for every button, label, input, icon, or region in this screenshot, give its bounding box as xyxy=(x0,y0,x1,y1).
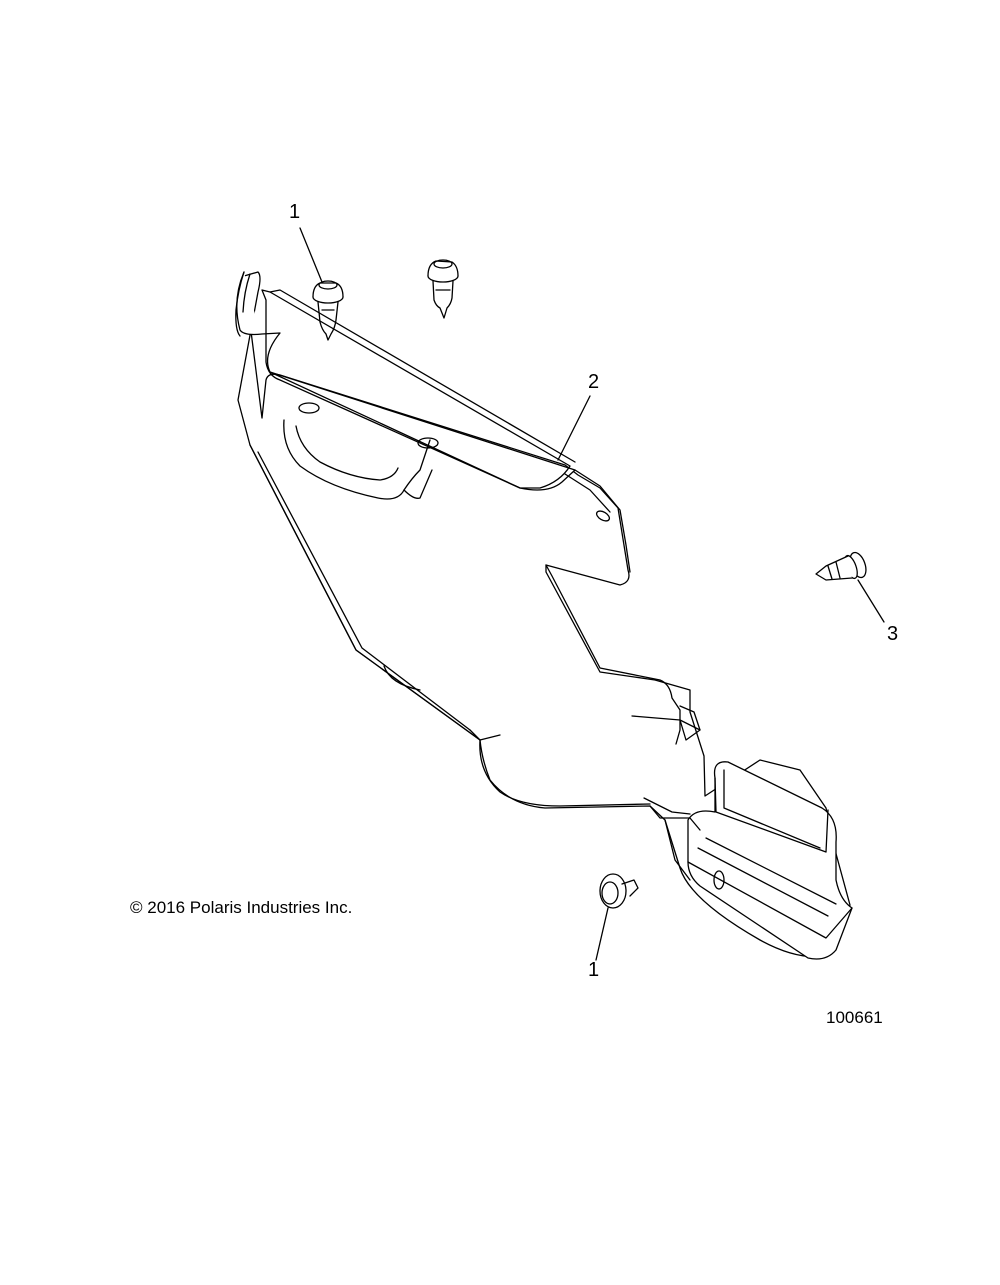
bracket-hole xyxy=(713,870,725,890)
panel-tab xyxy=(679,705,701,741)
lower-edge-step xyxy=(469,729,501,741)
left-lip-inner xyxy=(242,273,251,313)
side-panel-part xyxy=(235,271,853,960)
screw-part xyxy=(815,551,867,581)
figure-number: 100661 xyxy=(826,1008,883,1027)
bracket-neck-3 xyxy=(664,819,691,881)
callout-2: 2 xyxy=(588,371,599,393)
flange-hole-1 xyxy=(298,402,320,414)
leader-2 xyxy=(557,395,591,461)
panel-cutout-inner xyxy=(631,715,701,731)
bracket-face xyxy=(687,861,853,939)
top-flange-face xyxy=(261,289,571,489)
push-rivet-top-left xyxy=(312,280,344,341)
leader-1-bottom xyxy=(595,907,609,961)
leader-1-top xyxy=(299,227,323,283)
panel-outline xyxy=(237,271,851,958)
bracket-rail-2 xyxy=(697,847,829,917)
right-ear xyxy=(574,469,631,573)
lower-edge xyxy=(249,444,481,741)
callout-1-bottom: 1 xyxy=(588,959,599,981)
bottom-bay xyxy=(479,739,651,807)
right-ear-inner xyxy=(564,473,611,513)
bracket-neck-2 xyxy=(643,797,691,815)
bracket-top xyxy=(714,777,829,853)
panel-cutout xyxy=(545,564,681,745)
top-flange-edge xyxy=(269,289,576,463)
lower-edge-inner xyxy=(257,451,471,731)
bracket-box xyxy=(687,761,853,960)
recess-pocket xyxy=(283,419,431,500)
recess-pocket-inner xyxy=(295,425,399,481)
ear-hole xyxy=(595,510,611,522)
bracket-top-inner xyxy=(723,769,821,849)
top-flange xyxy=(236,271,576,491)
copyright-notice: © 2016 Polaris Industries Inc. xyxy=(130,898,353,917)
left-lip xyxy=(235,271,245,337)
leader-3 xyxy=(857,579,885,623)
bracket-rail xyxy=(705,837,837,905)
callout-3: 3 xyxy=(887,623,898,645)
callout-1-top: 1 xyxy=(289,201,300,223)
recess-wall xyxy=(403,469,433,499)
push-rivet-top-middle xyxy=(427,259,459,319)
bracket-neck xyxy=(649,805,701,831)
lower-edge-flange xyxy=(383,665,421,691)
push-rivet-bottom xyxy=(599,873,639,909)
